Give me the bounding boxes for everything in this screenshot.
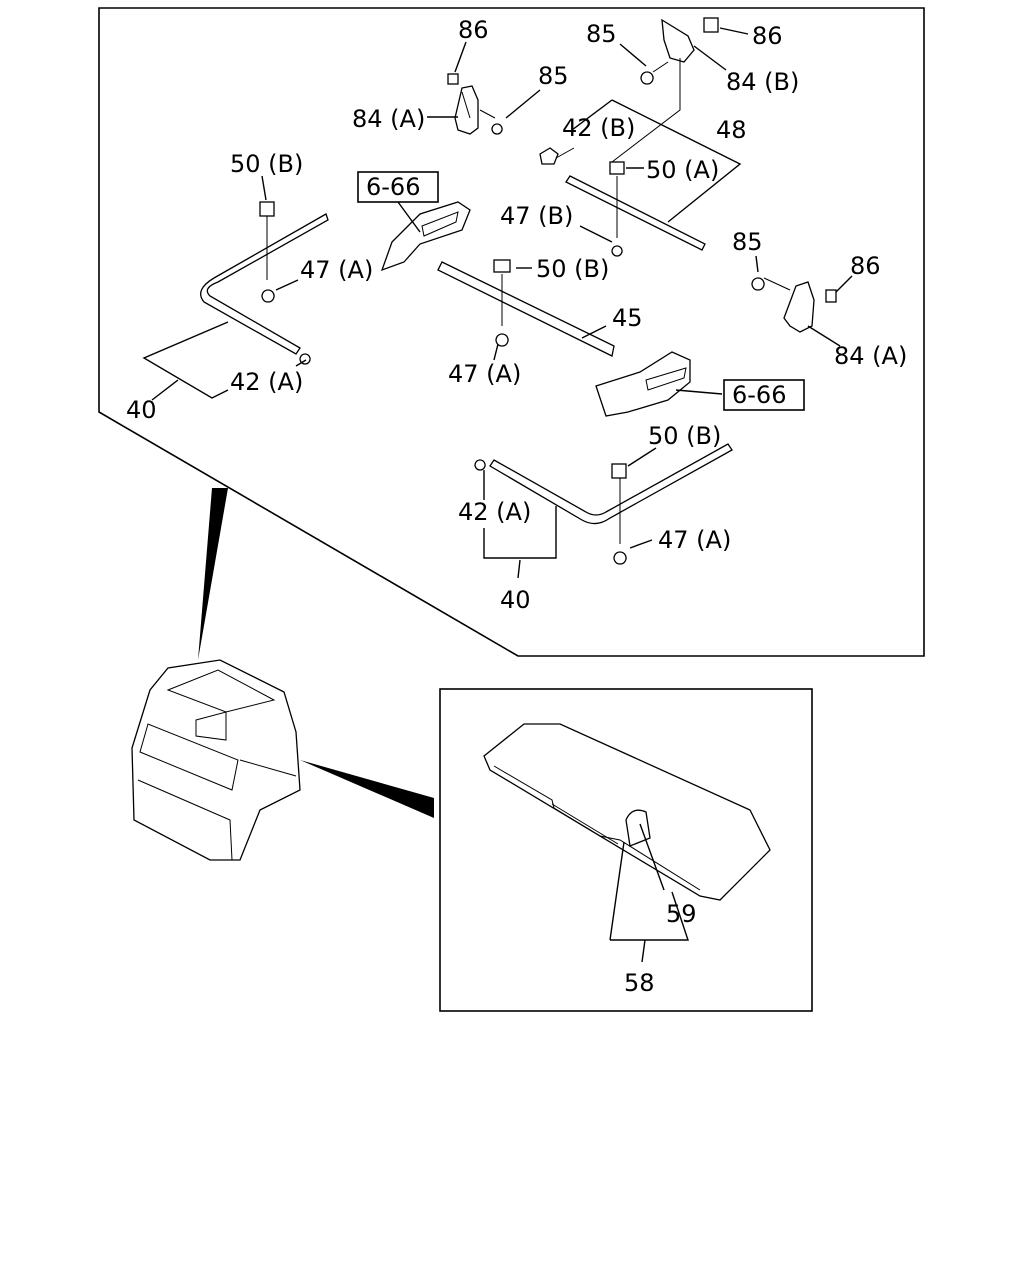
- strip-48: [539, 147, 706, 257]
- bracket-84a-top: [447, 73, 503, 135]
- label-86-top-left: 86: [458, 16, 489, 44]
- cab-outline: [131, 659, 301, 861]
- label-47b: 47 (B): [500, 202, 573, 230]
- rail-40-left: [200, 201, 329, 365]
- label-47a-left: 47 (A): [300, 256, 373, 284]
- cover-left: [380, 201, 471, 272]
- label-42b: 42 (B): [562, 114, 635, 142]
- ref-666-right: 6-66: [732, 381, 786, 409]
- bracket-84b-top: [611, 17, 719, 163]
- leader-lines-low: [483, 447, 657, 579]
- label-84a-top: 84 (A): [352, 105, 425, 133]
- ref-box-left: [357, 171, 439, 203]
- inset-frame: [439, 688, 813, 1012]
- label-48: 48: [716, 116, 747, 144]
- label-86-top-right: 86: [752, 22, 783, 50]
- leader-lines-visor: [609, 823, 689, 963]
- leader-lines-left: [142, 175, 307, 401]
- leader-666-left: [397, 201, 421, 233]
- bracket-84a-right: [751, 277, 837, 333]
- leader-666-right: [675, 389, 723, 395]
- label-40-left: 40: [126, 396, 157, 424]
- cover-right: [595, 351, 691, 417]
- label-85-right: 85: [732, 228, 763, 256]
- label-50b-low: 50 (B): [648, 422, 721, 450]
- label-59: 59: [666, 900, 697, 928]
- label-85-top-right: 85: [586, 20, 617, 48]
- main-frame: [98, 7, 925, 657]
- sun-visor: [483, 723, 771, 901]
- rail-40-low: [474, 443, 733, 565]
- leader-lines-right: [755, 255, 853, 347]
- label-40-low: 40: [500, 586, 531, 614]
- label-86-right: 86: [850, 252, 881, 280]
- label-47a-mid: 47 (A): [448, 360, 521, 388]
- label-84b: 84 (B): [726, 68, 799, 96]
- leader-lines-top-left: [427, 41, 541, 119]
- leader-lines-48: [571, 99, 742, 243]
- strip-45: [437, 259, 615, 357]
- label-42a-low: 42 (A): [458, 498, 531, 526]
- ref-box-right: [723, 379, 805, 411]
- leader-lines-45: [493, 267, 607, 361]
- label-50b-mid: 50 (B): [536, 255, 609, 283]
- label-85-top-left: 85: [538, 62, 569, 90]
- label-58: 58: [624, 969, 655, 997]
- label-50b-left: 50 (B): [230, 150, 303, 178]
- label-42a-left: 42 (A): [230, 368, 303, 396]
- pointer-wedge-right: [300, 760, 434, 818]
- label-45: 45: [612, 304, 643, 332]
- label-47a-low: 47 (A): [658, 526, 731, 554]
- pointer-wedge-top: [198, 488, 228, 660]
- leader-lines-top-right: [619, 27, 749, 71]
- label-84a-right: 84 (A): [834, 342, 907, 370]
- label-50a: 50 (A): [646, 156, 719, 184]
- ref-666-left: 6-66: [366, 173, 420, 201]
